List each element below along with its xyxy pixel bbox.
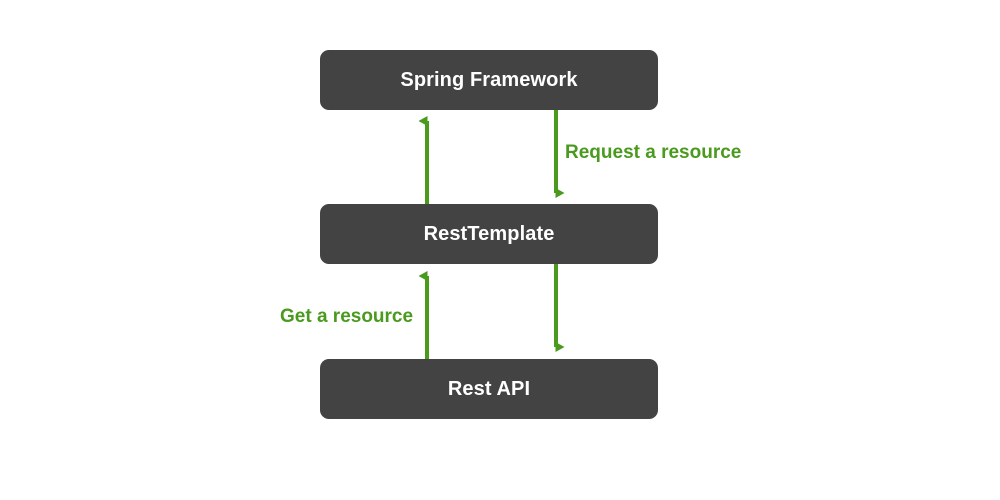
node-rest-api[interactable]: Rest API bbox=[320, 359, 658, 419]
node-rest-template[interactable]: RestTemplate bbox=[320, 204, 658, 264]
edge-label-get-a-resource: Get a resource bbox=[280, 306, 414, 327]
node-rest-api-label: Rest API bbox=[447, 378, 531, 400]
edge-label-request-a-resource: Request a resource bbox=[565, 142, 742, 163]
node-rest-template-label: RestTemplate bbox=[423, 223, 555, 245]
node-spring-framework-label: Spring Framework bbox=[400, 69, 578, 91]
node-spring-framework[interactable]: Spring Framework bbox=[320, 50, 658, 110]
